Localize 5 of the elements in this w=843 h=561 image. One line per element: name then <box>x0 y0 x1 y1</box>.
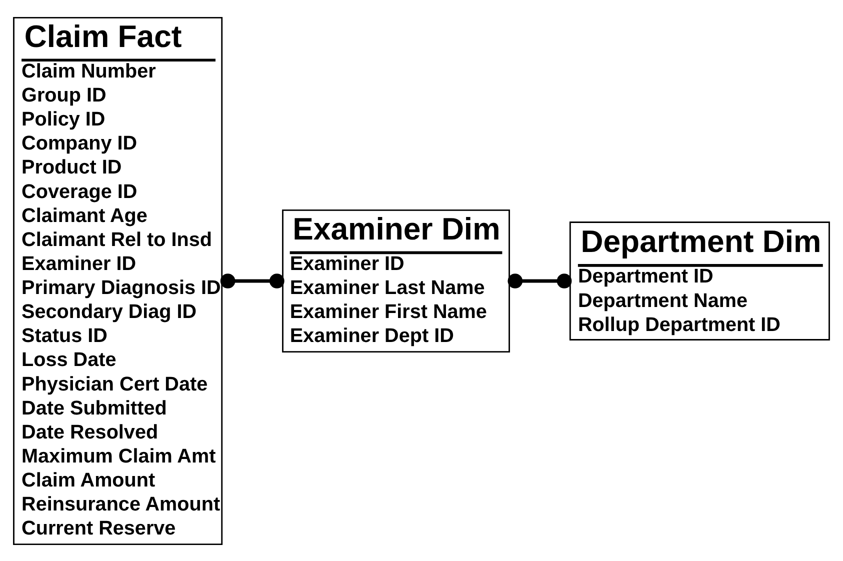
connector <box>508 273 572 288</box>
node-box: Claim Fact Claim Number Group ID Policy ID Company ID Product ID Coverage ID Claimant Age Claimant Rel to Insd Examiner ID Primary Diagnosis ID Secondary Diag ID Status ID Loss Date Physician Cert Date Date Submitted Date Resolved Maximum Claim Amt Claim Amount Reinsurance Amount Current Reserve <box>13 16 223 545</box>
node-box: Examiner Dim Examiner ID Examiner Last Name Examiner First Name Examiner Dept ID <box>282 209 510 352</box>
node-box: Department Dim Department ID Department Name Rollup Department ID <box>569 221 830 340</box>
connector <box>220 273 284 288</box>
